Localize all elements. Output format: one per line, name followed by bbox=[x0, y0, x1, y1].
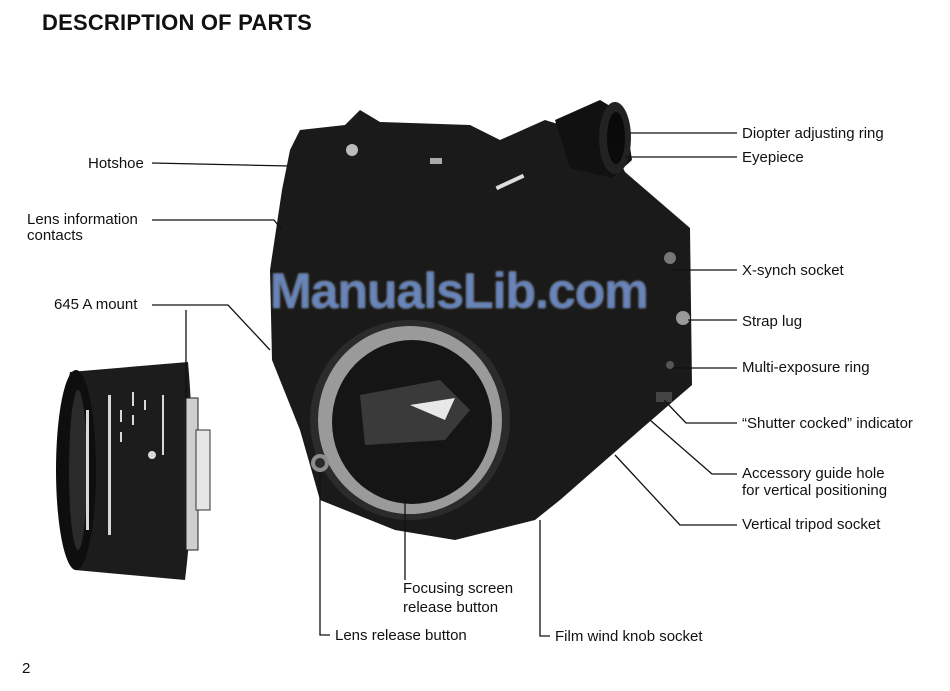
label-multi-exposure-ring: Multi-exposure ring bbox=[742, 359, 870, 376]
label-eyepiece: Eyepiece bbox=[742, 149, 804, 166]
label-vertical-positioning: for vertical positioning bbox=[742, 482, 888, 499]
label-strap-lug: Strap lug bbox=[742, 313, 803, 330]
lens-illustration bbox=[56, 362, 211, 580]
camera-body bbox=[270, 100, 692, 540]
label-accessory-guide-hole: Accessory guide hole bbox=[742, 465, 885, 482]
label-diopter-adjusting-ring: Diopter adjusting ring bbox=[742, 125, 884, 142]
watermark: ManualsLib.com bbox=[270, 263, 649, 319]
label-shutter-cocked-indicator: “Shutter cocked” indicator bbox=[742, 415, 913, 432]
leader-lines bbox=[151, 132, 737, 637]
label-hotshoe: Hotshoe bbox=[88, 155, 144, 172]
label-x-synch-socket: X-synch socket bbox=[742, 262, 844, 279]
label-lens-information: Lens information bbox=[27, 211, 138, 228]
page-title: DESCRIPTION OF PARTS bbox=[42, 10, 313, 35]
label-645-a-mount: 645 A mount bbox=[54, 296, 138, 313]
label-lens-information-contacts: contacts bbox=[27, 227, 83, 244]
label-vertical-tripod-socket: Vertical tripod socket bbox=[742, 516, 881, 533]
page-number: 2 bbox=[22, 660, 31, 677]
label-focusing-screen: Focusing screen bbox=[403, 580, 514, 597]
label-film-wind-knob-socket: Film wind knob socket bbox=[555, 628, 703, 645]
label-focusing-release-button: release button bbox=[403, 599, 499, 616]
label-lens-release-button: Lens release button bbox=[335, 627, 467, 644]
